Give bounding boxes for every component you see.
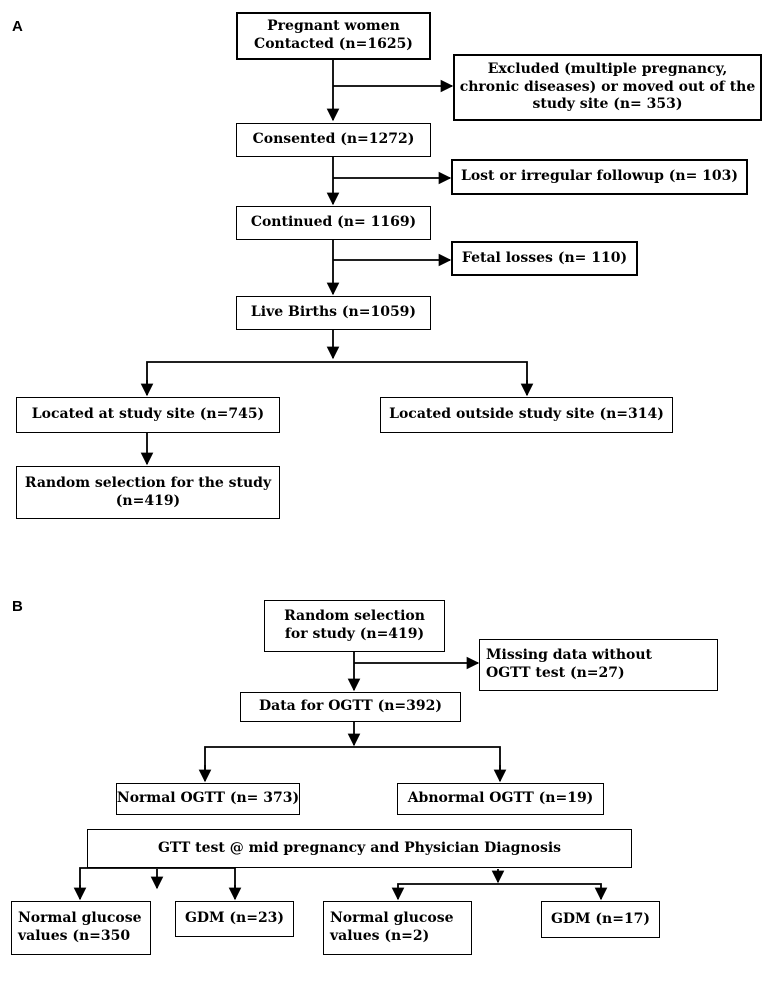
box-consented: Consented (n=1272): [236, 123, 431, 157]
box-text-line: OGTT test (n=27): [486, 665, 625, 681]
box-text-line: Normal glucose: [18, 910, 142, 927]
branch-livebirths: [146, 361, 528, 395]
box-normal-glucose-350: Normal glucose values (n=350: [11, 901, 151, 955]
box-excluded: Excluded (multiple pregnancy, chronic di…: [453, 54, 762, 121]
branch-data-ogtt: [204, 746, 501, 780]
box-text-line: Continued (n= 1169): [250, 214, 417, 231]
box-normal-glucose-2: Normal glucose values (n=2): [323, 901, 472, 955]
box-text-line: Random selection: [284, 608, 425, 625]
branch-gtt-left: [79, 867, 236, 898]
branch-gtt-right: [397, 883, 602, 898]
box-live-births: Live Births (n=1059): [236, 296, 431, 330]
panel-label-a: A: [12, 18, 23, 35]
box-text-line: Data for OGTT (n=392): [259, 698, 442, 715]
box-text-line: Pregnant women: [267, 18, 400, 35]
box-lost-followup: Lost or irregular followup (n= 103): [451, 159, 748, 195]
box-text-line: GDM (n=23): [184, 910, 285, 927]
box-text-line: Normal glucose: [330, 910, 454, 927]
box-text-line: for study (n=419): [284, 626, 425, 642]
box-continued: Continued (n= 1169): [236, 206, 431, 240]
box-missing-data: Missing data without OGTT test (n=27): [479, 639, 718, 691]
box-text-line: chronic diseases) or moved out of the: [459, 78, 756, 95]
box-gtt-test: GTT test @ mid pregnancy and Physician D…: [87, 829, 632, 868]
box-abnormal-ogtt: Abnormal OGTT (n=19): [397, 783, 604, 815]
box-text-line: Contacted (n=1625): [254, 36, 413, 52]
box-gdm-17: GDM (n=17): [541, 901, 660, 938]
box-text-line: Random selection for the study: [24, 474, 272, 491]
box-text-line: study site (n= 353): [532, 96, 683, 113]
box-text-line: Missing data without: [486, 647, 653, 664]
box-random-selection-for-study: Random selection for study (n=419): [264, 600, 445, 652]
box-text-line: Normal OGTT (n= 373): [116, 790, 300, 807]
box-text-line: Live Births (n=1059): [250, 304, 417, 321]
box-located-at-study-site: Located at study site (n=745): [16, 397, 280, 433]
box-text-line: GTT test @ mid pregnancy and Physician D…: [157, 839, 562, 856]
box-text-line: (n=419): [115, 492, 181, 509]
box-data-for-ogtt: Data for OGTT (n=392): [240, 692, 461, 722]
box-located-outside-study-site: Located outside study site (n=314): [380, 397, 673, 433]
box-normal-ogtt: Normal OGTT (n= 373): [116, 783, 300, 815]
box-gdm-23: GDM (n=23): [175, 901, 294, 937]
box-text-line: GDM (n=17): [550, 910, 651, 927]
box-text-line: Located at study site (n=745): [31, 406, 265, 423]
box-text-line: Abnormal OGTT (n=19): [407, 790, 594, 807]
box-random-selection-study: Random selection for the study (n=419): [16, 466, 280, 519]
box-text-line: Consented (n=1272): [252, 131, 415, 148]
box-text-line: Excluded (multiple pregnancy,: [487, 60, 728, 77]
box-text-line: values (n=2): [330, 928, 430, 944]
box-text-line: Lost or irregular followup (n= 103): [460, 168, 739, 185]
panel-label-b: B: [12, 598, 23, 615]
box-text-line: Fetal losses (n= 110): [461, 249, 628, 266]
box-pregnant-women-contacted: Pregnant women Contacted (n=1625): [236, 12, 431, 60]
box-text-line: values (n=350: [18, 928, 131, 944]
box-fetal-losses: Fetal losses (n= 110): [451, 241, 638, 276]
box-text-line: Located outside study site (n=314): [389, 406, 664, 423]
